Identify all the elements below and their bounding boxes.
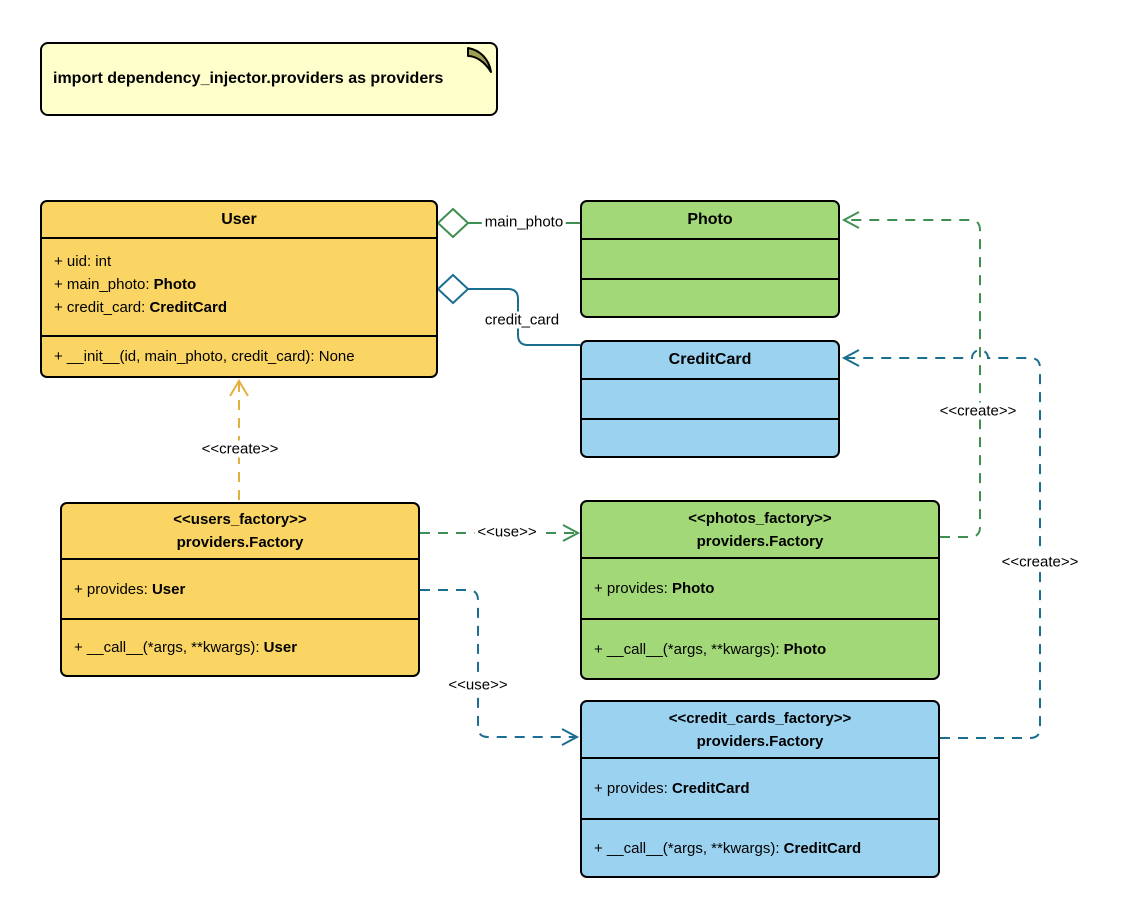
attr-row: + credit_card: CreditCard bbox=[54, 296, 436, 319]
edge-credit-card bbox=[436, 273, 580, 346]
class-credit-cards-factory-methods: + __call__(*args, **kwargs): CreditCard bbox=[582, 818, 938, 876]
class-photo-name: Photo bbox=[687, 211, 733, 228]
edge-label-create-credit-card: <<create>> bbox=[998, 553, 1082, 571]
edge-use-credit-cards bbox=[420, 589, 580, 746]
edge-label-main-photo: main_photo bbox=[481, 213, 567, 231]
attr-type: Photo bbox=[671, 580, 715, 597]
method-type: User bbox=[263, 639, 298, 656]
class-credit-card-attributes bbox=[582, 378, 838, 418]
attr-text: + provides: bbox=[74, 580, 152, 598]
open-arrowhead-create-photo-icon bbox=[841, 211, 860, 229]
class-photos-factory-header: <<photos_factory>> providers.Factory bbox=[582, 502, 938, 557]
note-fold-icon bbox=[467, 47, 492, 73]
method-text: + __call__(*args, **kwargs): bbox=[74, 639, 264, 656]
class-users-factory: <<users_factory>> providers.Factory + pr… bbox=[60, 502, 420, 677]
open-arrowhead-use-photos-icon bbox=[562, 524, 581, 542]
class-user-methods: + __init__(id, main_photo, credit_card):… bbox=[42, 335, 436, 376]
method-text: + __init__(id, main_photo, credit_card):… bbox=[54, 348, 355, 365]
method-text: + __call__(*args, **kwargs): bbox=[594, 839, 784, 857]
class-credit-cards-factory: <<credit_cards_factory>> providers.Facto… bbox=[580, 700, 940, 878]
note-text: import dependency_injector.providers as … bbox=[53, 70, 444, 87]
edge-label-use-photos: <<use>> bbox=[474, 523, 540, 541]
class-photos-factory-attributes: + provides: Photo bbox=[582, 557, 938, 618]
class-users-factory-methods: + __call__(*args, **kwargs): User bbox=[62, 618, 418, 675]
attr-row: + main_photo: Photo bbox=[54, 273, 436, 296]
attr-text: + main_photo: bbox=[54, 276, 154, 293]
attr-row: + uid: int bbox=[54, 250, 436, 273]
class-users-factory-attributes: + provides: User bbox=[62, 558, 418, 618]
class-photos-factory-methods: + __call__(*args, **kwargs): Photo bbox=[582, 618, 938, 678]
method-text: + __call__(*args, **kwargs): bbox=[594, 640, 784, 658]
attr-type: CreditCard bbox=[671, 780, 750, 797]
class-users-factory-stereotype: <<users_factory>> bbox=[173, 511, 307, 528]
class-credit-cards-factory-header: <<credit_cards_factory>> providers.Facto… bbox=[582, 702, 938, 757]
edge-label-create-photo: <<create>> bbox=[936, 402, 1020, 420]
attr-type: CreditCard bbox=[149, 299, 227, 316]
method-row: + __call__(*args, **kwargs): Photo bbox=[594, 638, 826, 661]
class-photo-header: Photo bbox=[582, 202, 838, 238]
edge-label-use-credit-cards: <<use>> bbox=[445, 676, 511, 694]
class-credit-card-name: CreditCard bbox=[668, 351, 752, 368]
aggregation-diamond-credit-card-icon bbox=[436, 273, 470, 305]
method-type: Photo bbox=[783, 640, 827, 658]
class-credit-card-header: CreditCard bbox=[582, 342, 838, 378]
attr-text: + uid: int bbox=[54, 253, 112, 270]
open-arrowhead-create-credit-card-icon bbox=[841, 349, 860, 367]
class-photos-factory-name: providers.Factory bbox=[696, 532, 824, 550]
class-user: User + uid: int + main_photo: Photo + cr… bbox=[40, 200, 438, 378]
class-photo-methods bbox=[582, 278, 838, 316]
class-user-header: User bbox=[42, 202, 436, 237]
attr-row: + provides: User bbox=[74, 578, 185, 601]
attr-type: Photo bbox=[153, 276, 197, 293]
method-row: + __call__(*args, **kwargs): CreditCard bbox=[594, 837, 861, 860]
import-note: import dependency_injector.providers as … bbox=[40, 42, 498, 116]
class-user-attributes: + uid: int + main_photo: Photo + credit_… bbox=[42, 237, 436, 335]
method-type: CreditCard bbox=[783, 839, 862, 857]
attr-text: + provides: bbox=[594, 780, 672, 797]
open-arrowhead-use-credit-cards-icon bbox=[561, 728, 580, 746]
class-photo: Photo bbox=[580, 200, 840, 318]
edge-create-photo bbox=[841, 211, 981, 538]
attr-text: + credit_card: bbox=[54, 299, 150, 316]
class-user-name: User bbox=[221, 210, 257, 228]
attr-row: + provides: CreditCard bbox=[594, 777, 749, 800]
class-credit-cards-factory-attributes: + provides: CreditCard bbox=[582, 757, 938, 818]
class-users-factory-name: providers.Factory bbox=[176, 534, 304, 551]
edge-label-credit-card: credit_card bbox=[481, 311, 563, 329]
attr-text: + provides: bbox=[594, 580, 672, 597]
class-photos-factory-stereotype: <<photos_factory>> bbox=[688, 509, 832, 527]
class-photos-factory: <<photos_factory>> providers.Factory + p… bbox=[580, 500, 940, 680]
method-row: + __call__(*args, **kwargs): User bbox=[74, 636, 297, 659]
class-photo-attributes bbox=[582, 238, 838, 278]
class-users-factory-header: <<users_factory>> providers.Factory bbox=[62, 504, 418, 558]
aggregation-diamond-main-photo-icon bbox=[436, 207, 470, 239]
class-credit-cards-factory-stereotype: <<credit_cards_factory>> bbox=[668, 709, 852, 727]
attr-row: + provides: Photo bbox=[594, 577, 714, 600]
method-row: + __init__(id, main_photo, credit_card):… bbox=[54, 345, 355, 368]
class-credit-card-methods bbox=[582, 418, 838, 456]
attr-type: User bbox=[151, 580, 186, 598]
open-arrowhead-create-user-icon bbox=[229, 379, 249, 397]
edge-use-credit-cards-line bbox=[420, 589, 576, 738]
class-credit-card: CreditCard bbox=[580, 340, 840, 458]
edge-create-photo-line bbox=[845, 219, 981, 538]
class-credit-cards-factory-name: providers.Factory bbox=[696, 732, 824, 750]
edge-label-create-user: <<create>> bbox=[198, 440, 282, 458]
